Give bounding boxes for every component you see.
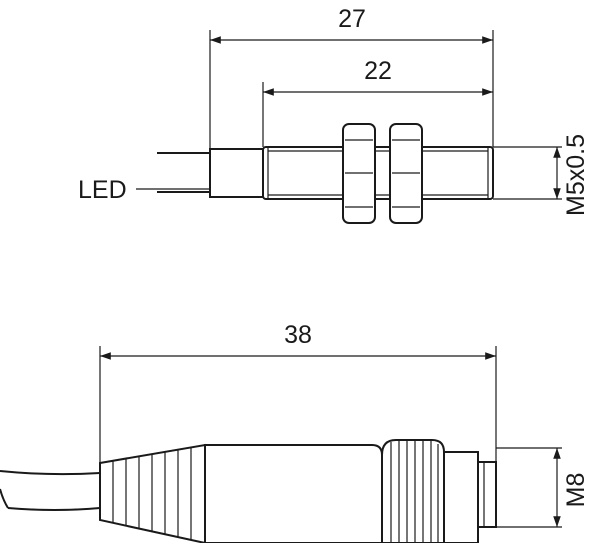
top-hex-nut-right xyxy=(389,123,423,224)
bottom-knurled-nut xyxy=(381,439,445,543)
top-rear-housing xyxy=(209,148,264,198)
dim-27-text: 27 xyxy=(338,5,366,33)
top-sensor-view: LED 27 22 M5x0.5 xyxy=(78,5,590,224)
dim-22-text: 22 xyxy=(364,57,392,85)
top-cable xyxy=(157,152,210,193)
bottom-cable xyxy=(0,470,101,511)
led-label: LED xyxy=(78,176,127,204)
bottom-cable-view: 38 M8 xyxy=(0,321,590,543)
bottom-front-sleeve xyxy=(443,451,479,543)
bottom-strain-relief xyxy=(99,443,206,543)
top-hex-nut-left xyxy=(342,123,376,224)
dim-38-text: 38 xyxy=(284,321,312,349)
bottom-connector-tip xyxy=(477,461,497,528)
bottom-connector-body xyxy=(204,444,383,543)
top-threaded-body xyxy=(262,146,494,200)
dim-m5-text: M5x0.5 xyxy=(562,134,590,216)
dim-m8-text: M8 xyxy=(562,473,590,508)
